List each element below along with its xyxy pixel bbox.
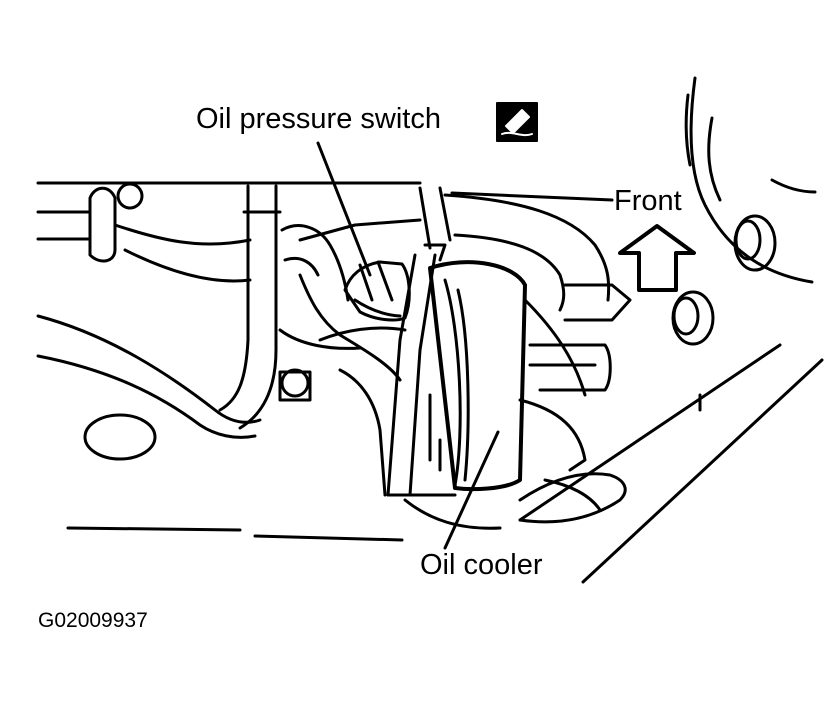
cooler-leader (443, 430, 500, 550)
sealant-icon (496, 102, 538, 142)
switch-leader (316, 141, 372, 277)
oil-cooler-label: Oil cooler (420, 549, 543, 581)
front-label: Front (614, 185, 682, 217)
engine-block (278, 218, 422, 497)
oil-cooler (386, 260, 527, 497)
vertical-pipe (218, 184, 282, 430)
bolt-upper-right (733, 214, 777, 272)
pipes-left (36, 181, 422, 439)
bolt-center (278, 368, 312, 402)
bolt-left-top (116, 182, 144, 210)
up-arrow-icon (618, 224, 696, 292)
oil-pressure-switch-label: Oil pressure switch (196, 103, 441, 135)
bracket-strap (386, 186, 452, 497)
bolt-lower-right (671, 290, 715, 346)
oval-plug (83, 413, 157, 461)
front-leader (450, 191, 614, 202)
cooler-hose (443, 193, 632, 397)
figure-code: G02009937 (38, 609, 148, 632)
right-housing (518, 76, 824, 584)
oil-pressure-switch (343, 260, 411, 322)
lower-body (403, 363, 627, 530)
bottom-edge-lines (66, 526, 404, 542)
